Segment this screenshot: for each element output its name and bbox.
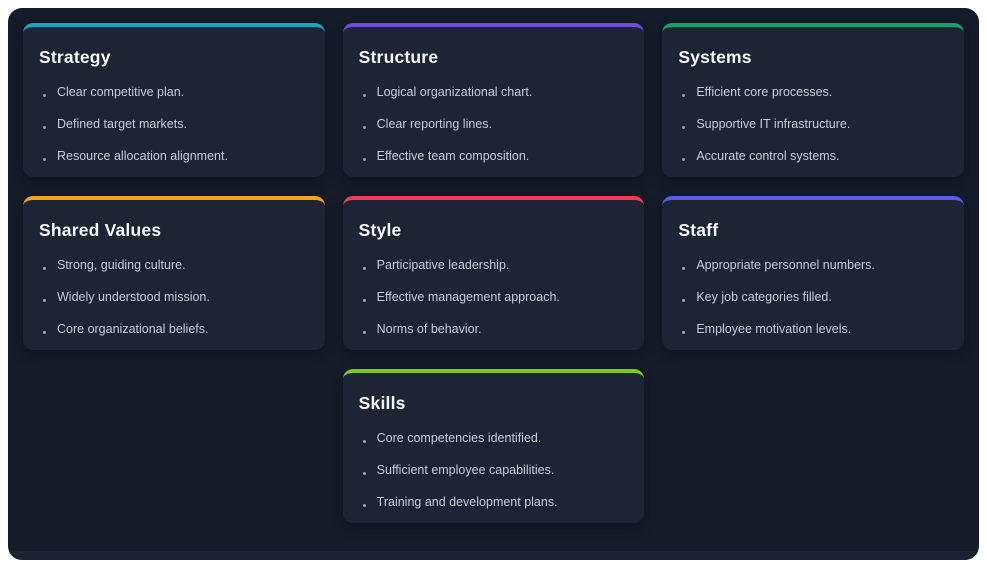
list-item: Training and development plans.: [362, 495, 627, 510]
card-title: Systems: [678, 47, 752, 67]
card-list: Appropriate personnel numbers. Key job ca…: [678, 258, 946, 337]
cards-grid: Strategy Clear competitive plan. Defined …: [8, 8, 979, 538]
card-title: Structure: [358, 47, 439, 67]
app-frame: Strategy Clear competitive plan. Defined …: [8, 8, 979, 560]
card-list: Clear competitive plan. Defined target ma…: [39, 85, 307, 164]
card-shared-values: Shared Values Strong, guiding culture. Wi…: [23, 196, 325, 350]
card-title: Style: [358, 220, 402, 240]
list-item: Strong, guiding culture.: [43, 258, 307, 273]
list-item: Key job categories filled.: [682, 290, 946, 305]
list-item: Widely understood mission.: [43, 290, 307, 305]
card-systems: Systems Efficient core processes. Support…: [662, 23, 964, 177]
card-style: Style Participative leadership. Effective…: [342, 196, 645, 350]
card-title: Staff: [678, 220, 719, 240]
bottom-band: [8, 551, 979, 560]
card-list: Core competencies identified. Sufficient …: [359, 431, 627, 510]
list-item: Sufficient employee capabilities.: [362, 463, 627, 478]
list-item: Resource allocation alignment.: [43, 149, 307, 164]
list-item: Defined target markets.: [43, 117, 307, 132]
card-strategy: Strategy Clear competitive plan. Defined …: [23, 23, 325, 177]
list-item: Clear reporting lines.: [362, 117, 627, 132]
list-item: Employee motivation levels.: [682, 322, 946, 337]
card-structure: Structure Logical organizational chart. C…: [342, 23, 645, 177]
list-item: Effective management approach.: [362, 290, 627, 305]
list-item: Norms of behavior.: [362, 322, 627, 337]
list-item: Effective team composition.: [362, 149, 627, 164]
card-skills: Skills Core competencies identified. Suff…: [342, 369, 645, 523]
list-item: Accurate control systems.: [682, 149, 946, 164]
card-list: Participative leadership. Effective manag…: [359, 258, 627, 337]
card-staff: Staff Appropriate personnel numbers. Key …: [662, 196, 964, 350]
list-item: Core organizational beliefs.: [43, 322, 307, 337]
list-item: Supportive IT infrastructure.: [682, 117, 946, 132]
card-title: Skills: [358, 393, 406, 413]
list-item: Efficient core processes.: [682, 85, 946, 100]
list-item: Logical organizational chart.: [362, 85, 627, 100]
list-item: Appropriate personnel numbers.: [682, 258, 946, 273]
list-item: Participative leadership.: [362, 258, 627, 273]
card-list: Logical organizational chart. Clear repor…: [359, 85, 627, 164]
card-list: Efficient core processes. Supportive IT i…: [678, 85, 946, 164]
card-list: Strong, guiding culture. Widely understoo…: [39, 258, 307, 337]
list-item: Core competencies identified.: [362, 431, 627, 446]
card-title: Strategy: [39, 47, 111, 67]
card-title: Shared Values: [39, 220, 162, 240]
list-item: Clear competitive plan.: [43, 85, 307, 100]
